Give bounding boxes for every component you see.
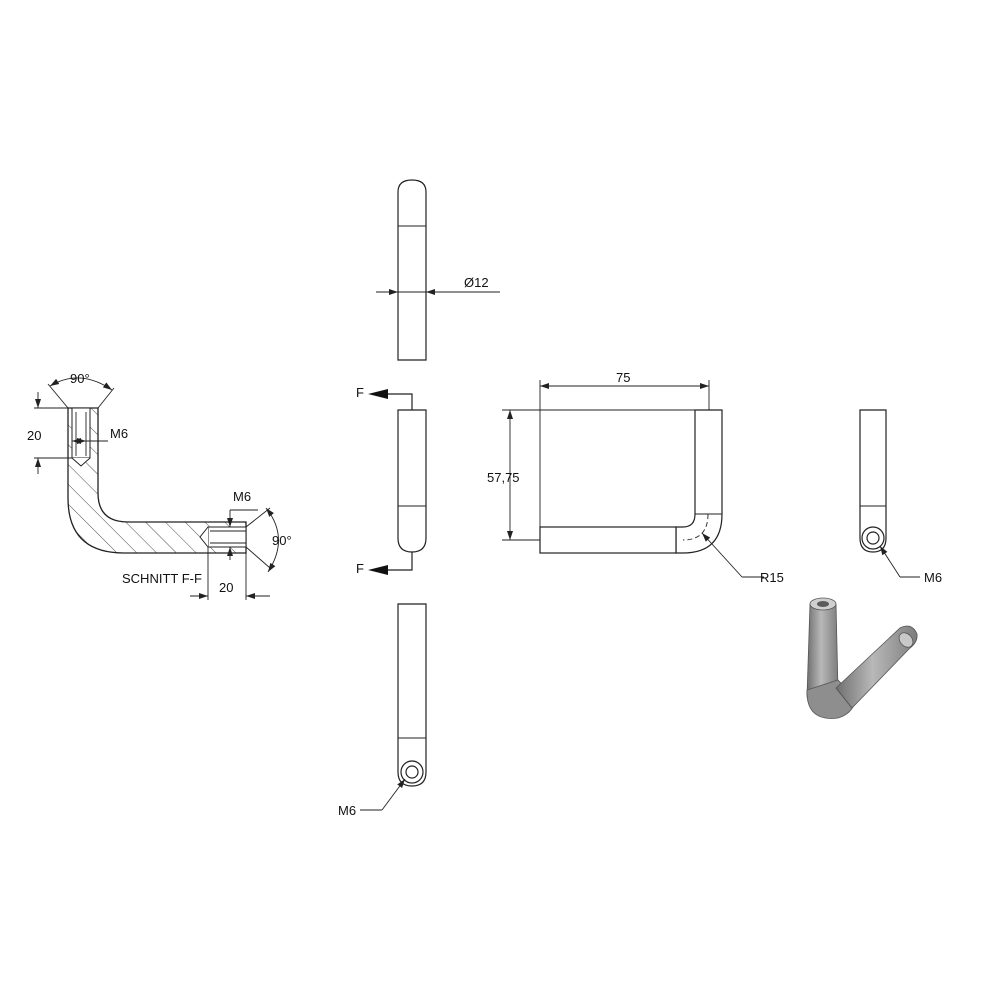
iso-inclined-rod — [835, 625, 918, 709]
right-thread-hole — [207, 526, 247, 548]
end-thread-label: M6 — [924, 570, 942, 585]
isometric-view — [806, 597, 918, 719]
main-horizontal-leg — [539, 526, 677, 554]
section-view-f-f: 90° 20 M6 M6 90° 20 SCHNITT F-F — [27, 371, 292, 600]
depth-right-label: 20 — [219, 580, 233, 595]
depth-top-label: 20 — [27, 428, 41, 443]
angle-right-label: 90° — [272, 533, 292, 548]
thread-right-label: M6 — [233, 489, 251, 504]
section-title: SCHNITT F-F — [122, 571, 202, 586]
end-rod — [859, 409, 887, 553]
bottom-view: M6 — [338, 603, 427, 818]
side-view: F F — [356, 385, 427, 576]
side-rod — [397, 409, 427, 553]
end-view: M6 — [859, 409, 942, 585]
height-label: 57,75 — [487, 470, 520, 485]
thread-top-label: M6 — [110, 426, 128, 441]
top-thread-hole — [71, 407, 91, 459]
radius-label: R15 — [760, 570, 784, 585]
front-view: Ø12 — [376, 179, 500, 361]
main-vertical-leg — [675, 409, 723, 554]
bottom-rod — [397, 603, 427, 787]
angle-top-label: 90° — [70, 371, 90, 386]
section-mark-bottom: F — [356, 561, 364, 576]
bottom-thread-label: M6 — [338, 803, 356, 818]
width-label: 75 — [616, 370, 630, 385]
section-mark-top: F — [356, 385, 364, 400]
front-rod — [397, 179, 427, 361]
diameter-label: Ø12 — [464, 275, 489, 290]
main-view: 75 57,75 R15 — [487, 370, 784, 585]
